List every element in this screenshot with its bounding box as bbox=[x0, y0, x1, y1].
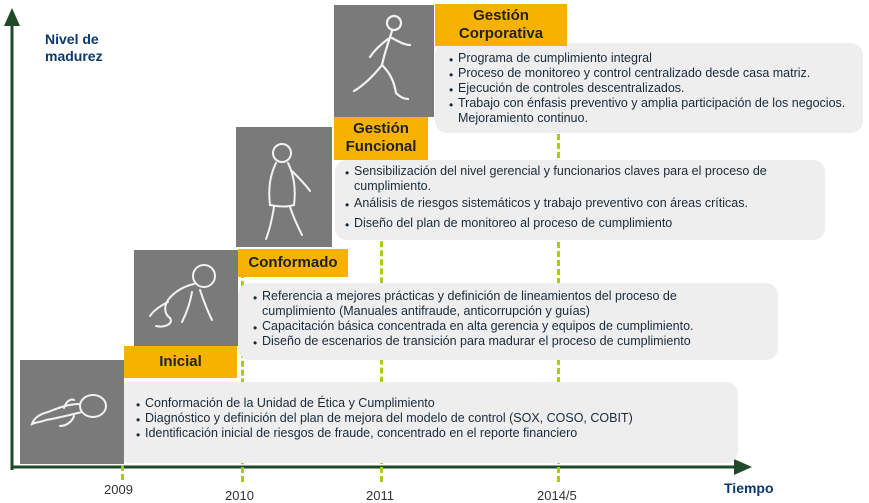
stage-label-funcional: Gestión Funcional bbox=[334, 116, 428, 160]
stage-label-corporativa: Gestión Corporativa bbox=[435, 4, 567, 46]
stage-funcional-item: Sensibilización del nivel gerencial y fu… bbox=[345, 164, 819, 194]
stage-corporativa-item: Proceso de monitoreo y control centraliz… bbox=[449, 66, 863, 83]
x-axis-arrow-icon bbox=[734, 459, 752, 475]
runner-icon bbox=[334, 5, 434, 117]
guide-2014 bbox=[557, 44, 560, 482]
stage-label-inicial: Inicial bbox=[124, 346, 237, 378]
stage-inicial-box: Conformación de la Unidad de Ética y Cum… bbox=[118, 382, 738, 463]
baby-lying-icon bbox=[20, 360, 124, 464]
stage-funcional-item: Análisis de riesgos sistemáticos y traba… bbox=[345, 196, 825, 213]
stage-corporativa-box: Programa de cumplimiento integral Proces… bbox=[435, 43, 863, 133]
stage-inicial-item: Conformación de la Unidad de Ética y Cum… bbox=[136, 396, 738, 413]
stage-corporativa-item: Trabajo con énfasis preventivo y amplia … bbox=[449, 96, 848, 126]
year-label-2011: 2011 bbox=[366, 488, 394, 503]
y-axis-arrow-icon bbox=[4, 8, 20, 26]
stage-label-conformado: Conformado bbox=[238, 249, 348, 277]
child-walking-icon bbox=[236, 127, 332, 247]
year-label-2014-5: 2014/5 bbox=[537, 488, 577, 503]
y-axis-label: Nivel de madurez bbox=[45, 31, 103, 64]
stage-funcional-box: Sensibilización del nivel gerencial y fu… bbox=[335, 160, 825, 240]
stage-inicial-item: Diagnóstico y definición del plan de mej… bbox=[136, 411, 738, 428]
x-axis-label: Tiempo bbox=[724, 480, 774, 496]
stage-conformado-item: Referencia a mejores prácticas y definic… bbox=[253, 289, 732, 319]
stage-corporativa-item: Programa de cumplimiento integral bbox=[449, 51, 863, 68]
year-label-2009: 2009 bbox=[104, 482, 133, 497]
year-label-2010: 2010 bbox=[225, 488, 254, 503]
stage-funcional-item: Diseño del plan de monitoreo al proceso … bbox=[345, 216, 825, 233]
baby-crawling-icon bbox=[134, 250, 238, 346]
stage-corporativa-item: Ejecución de controles descentralizados. bbox=[449, 81, 863, 98]
stage-conformado-box: Referencia a mejores prácticas y definic… bbox=[238, 283, 778, 360]
stage-conformado-item: Capacitación básica concentrada en alta … bbox=[253, 319, 778, 336]
stage-inicial-item: Identificación inicial de riesgos de fra… bbox=[136, 426, 738, 443]
guide-2010 bbox=[241, 272, 244, 482]
stage-conformado-item: Diseño de escenarios de transición para … bbox=[253, 334, 778, 351]
